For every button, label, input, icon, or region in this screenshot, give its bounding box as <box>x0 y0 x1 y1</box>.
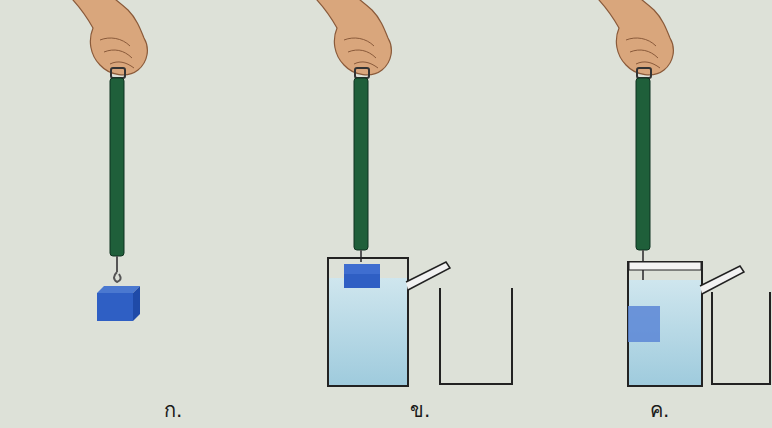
spring-scale <box>110 78 124 256</box>
catch-can <box>440 288 512 384</box>
hand <box>564 0 673 78</box>
hand <box>282 0 391 78</box>
block <box>628 306 660 342</box>
spout <box>700 266 744 294</box>
spring-scale <box>354 78 368 250</box>
panel-label: ค. <box>650 394 669 426</box>
water <box>329 278 407 385</box>
hand <box>38 0 147 78</box>
panel-label: ข. <box>410 394 430 426</box>
catch-can <box>712 292 770 384</box>
spring-scale <box>636 78 650 250</box>
panel-label: ก. <box>164 394 182 426</box>
overflow-beaker <box>628 262 702 386</box>
block <box>97 286 140 321</box>
spout <box>406 262 450 290</box>
overflow-beaker <box>328 258 408 386</box>
water <box>629 280 701 385</box>
block <box>344 264 380 288</box>
